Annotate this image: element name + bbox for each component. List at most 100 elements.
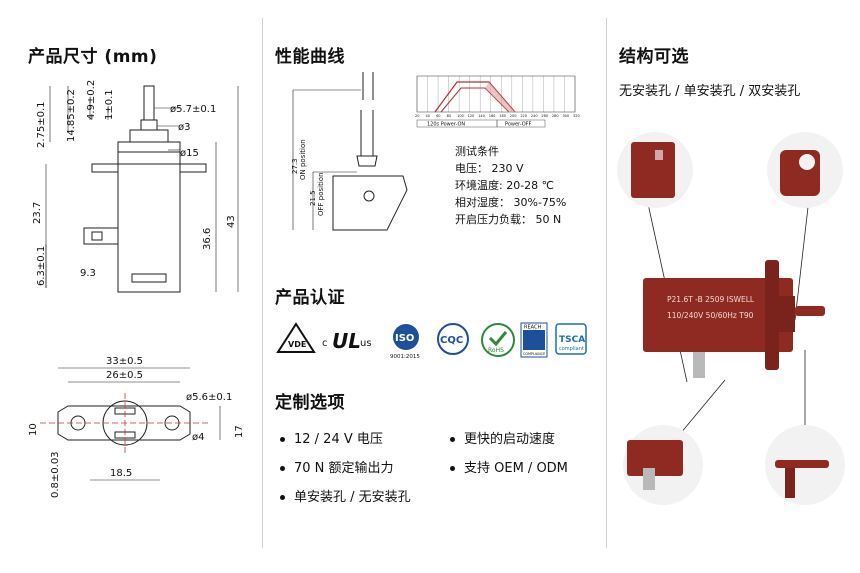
dim-14-85: 14.85±0.2 bbox=[66, 89, 77, 142]
dim-2-75: 2.75±0.1 bbox=[36, 101, 47, 148]
svg-text:c: c bbox=[322, 338, 328, 349]
dim-9-3: 9.3 bbox=[80, 268, 96, 279]
cert-title: 产品认证 bbox=[275, 288, 345, 308]
off-position: OFF position bbox=[317, 172, 325, 216]
dim-15: ø15 bbox=[180, 148, 199, 159]
dim-26: 26±0.5 bbox=[106, 370, 143, 381]
dim-5-6: ø5.6±0.1 bbox=[186, 392, 232, 403]
curve-tick-label: 40 bbox=[426, 114, 430, 118]
svg-text:COMPLIANCE: COMPLIANCE bbox=[523, 352, 545, 356]
option-force: 70 N 额定输出力 bbox=[280, 457, 394, 476]
curve-tick-label: 160 bbox=[489, 114, 496, 118]
detail-single-hole bbox=[767, 132, 843, 208]
curve-tick-label: 280 bbox=[552, 114, 559, 118]
cond-load: 开启压力负载： 50 N bbox=[455, 213, 562, 226]
seg-power-off: Power-OFF bbox=[505, 122, 532, 128]
dim-4-9: 4.9±0.2 bbox=[86, 80, 97, 120]
curve-tick-label: 180 bbox=[499, 114, 506, 118]
flange-top bbox=[117, 141, 181, 153]
option-oem: 支持 OEM / ODM bbox=[450, 457, 568, 476]
iso-logo: ISO 9001:2015 bbox=[390, 324, 420, 360]
cqc-logo: CQC bbox=[437, 323, 469, 355]
dimension-drawing: ø5.7±0.1 ø3 ø15 14.85±0.2 4.9±0.2 1±0.1 … bbox=[28, 80, 245, 498]
column-divider-right bbox=[606, 18, 607, 548]
dim-10: 10 bbox=[28, 423, 39, 436]
rohs-logo: RoHS bbox=[481, 323, 515, 357]
on-value: 27.3 bbox=[291, 158, 299, 174]
svg-text:CQC: CQC bbox=[440, 335, 463, 346]
body-outline bbox=[117, 151, 181, 293]
cond-temp: 环境温度: 20-28 ℃ bbox=[455, 179, 555, 192]
curve-tick-label: 320 bbox=[573, 114, 580, 118]
curve-tick-label: 120 bbox=[468, 114, 475, 118]
svg-text:RoHS: RoHS bbox=[488, 347, 504, 354]
vde-logo: VDE bbox=[276, 322, 316, 353]
label-line-2: 110/240V 50/60Hz T90 bbox=[667, 311, 754, 320]
svg-text:9001:2015: 9001:2015 bbox=[390, 354, 420, 360]
seg-power-on: 120s Power-ON bbox=[427, 122, 465, 128]
dim-1: 1±0.1 bbox=[104, 89, 115, 120]
dim-3: ø3 bbox=[178, 122, 190, 133]
dim-6-3: 6.3±0.1 bbox=[36, 246, 47, 286]
test-conditions: 测试条件 电压： 230 V 环境温度: 20-28 ℃ 相对湿度： 30%-7… bbox=[455, 143, 566, 228]
label-line-1: P21.6T -B 2509 ISWELL bbox=[667, 295, 755, 304]
svg-text:compliant: compliant bbox=[559, 346, 584, 352]
dim-17: 17 bbox=[234, 425, 245, 438]
svg-text:ISO: ISO bbox=[395, 333, 414, 344]
bottom-slot bbox=[131, 273, 167, 283]
cond-title: 测试条件 bbox=[455, 145, 499, 158]
reach-logo: REACH COMPLIANCE bbox=[520, 322, 548, 358]
dim-23-7: 23.7 bbox=[32, 202, 43, 224]
curve-line-upper bbox=[434, 81, 516, 113]
dim-4: ø4 bbox=[192, 432, 204, 443]
option-voltage: 12 / 24 V 电压 bbox=[280, 428, 383, 447]
detail-plunger bbox=[765, 425, 845, 505]
structure-title: 结构可选 bbox=[619, 47, 689, 67]
main-product: P21.6T -B 2509 ISWELL 110/240V 50/60Hz T… bbox=[643, 260, 825, 378]
option-mounting: 单安装孔 / 无安装孔 bbox=[280, 486, 411, 505]
detail-terminal bbox=[623, 425, 703, 505]
cond-humidity: 相对湿度： 30%-75% bbox=[455, 196, 567, 209]
plunger-collar bbox=[140, 119, 158, 131]
base-plate bbox=[57, 405, 191, 441]
off-value: 21.5 bbox=[309, 190, 317, 206]
flange-left bbox=[91, 163, 119, 173]
svg-text:UL: UL bbox=[332, 329, 361, 353]
cond-voltage: 电压： 230 V bbox=[455, 162, 524, 175]
option-speed: 更快的启动速度 bbox=[450, 428, 555, 447]
lever-shape bbox=[332, 175, 408, 231]
column-divider-left bbox=[262, 18, 263, 548]
on-position: ON position bbox=[299, 139, 307, 180]
svg-text:VDE: VDE bbox=[288, 340, 306, 349]
curve-tick-label: 20 bbox=[415, 114, 419, 118]
curve-tick-label: 300 bbox=[562, 114, 569, 118]
dim-0-8: 0.8±0.03 bbox=[50, 451, 61, 498]
dimensions-title: 产品尺寸 (mm) bbox=[28, 47, 158, 67]
detail-no-hole bbox=[617, 132, 693, 208]
curve-tick-label: 60 bbox=[436, 114, 440, 118]
svg-text:REACH: REACH bbox=[524, 325, 541, 331]
svg-text:TSCA: TSCA bbox=[559, 335, 585, 345]
dim-5-7: ø5.7±0.1 bbox=[170, 104, 216, 115]
flange-right bbox=[179, 163, 207, 173]
plunger-sketch: 27.3 ON position 21.5 OFF position bbox=[291, 72, 408, 231]
terminal-tab bbox=[83, 227, 119, 245]
curve-tick-label: 220 bbox=[520, 114, 527, 118]
curve-tick-label: 100 bbox=[457, 114, 464, 118]
custom-title: 定制选项 bbox=[275, 393, 345, 413]
product-photo-area: P21.6T -B 2509 ISWELL 110/240V 50/60Hz T… bbox=[617, 132, 845, 505]
curve-tick-label: 260 bbox=[541, 114, 548, 118]
dim-43: 43 bbox=[226, 215, 237, 228]
tsca-logo: TSCA compliant bbox=[555, 323, 587, 355]
plunger-shape bbox=[143, 85, 155, 121]
curve-title: 性能曲线 bbox=[275, 47, 345, 67]
dim-36-6: 36.6 bbox=[202, 228, 213, 250]
curve-tick-label: 80 bbox=[447, 114, 451, 118]
dim-33: 33±0.5 bbox=[106, 356, 143, 367]
top-cap bbox=[129, 129, 169, 143]
curve-tick-label: 140 bbox=[478, 114, 485, 118]
curve-tick-label: 200 bbox=[510, 114, 517, 118]
structure-variants: 无安装孔 / 单安装孔 / 双安装孔 bbox=[619, 84, 801, 99]
ul-logo: c UL us bbox=[322, 329, 372, 353]
